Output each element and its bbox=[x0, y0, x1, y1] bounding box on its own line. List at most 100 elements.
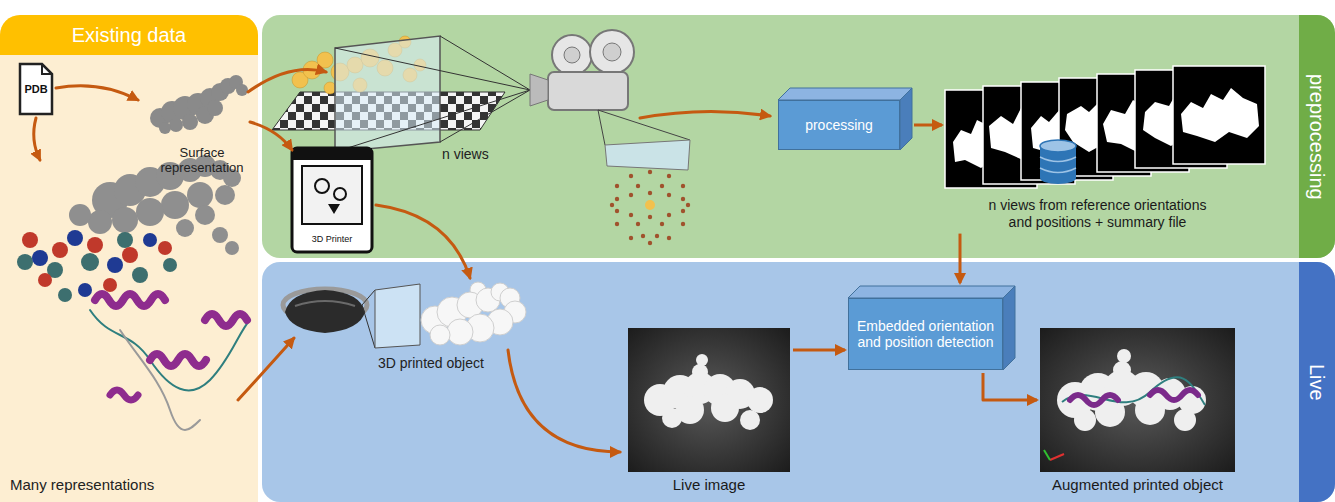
live-photo bbox=[696, 354, 708, 366]
flow-arrow bbox=[250, 122, 292, 150]
atom-spheres bbox=[107, 257, 123, 273]
printer-icon bbox=[328, 204, 340, 214]
headset-icon bbox=[285, 290, 365, 333]
atom-spheres bbox=[103, 278, 117, 292]
atom-spheres bbox=[22, 232, 38, 248]
band-tab: preprocessing bbox=[1299, 15, 1335, 258]
label-anchor: 3D Printer bbox=[294, 234, 370, 244]
protein-ribbon bbox=[90, 310, 250, 390]
view-sphere bbox=[660, 184, 664, 188]
view-sphere bbox=[667, 236, 671, 240]
camera-icon bbox=[530, 30, 634, 110]
atom-spheres bbox=[32, 250, 48, 266]
atom-spheres bbox=[87, 237, 103, 253]
view-sphere bbox=[629, 236, 633, 240]
view-sphere bbox=[681, 209, 685, 213]
node-text: Existing data bbox=[0, 15, 258, 55]
box-face bbox=[778, 88, 912, 100]
headset-icon bbox=[295, 301, 355, 306]
view-sphere bbox=[655, 234, 659, 238]
annotation-label: Many representations bbox=[10, 476, 154, 493]
surface-molecule bbox=[136, 198, 164, 226]
surface-molecule bbox=[225, 241, 239, 255]
silhouette-stack bbox=[945, 66, 1265, 188]
view-sphere bbox=[681, 222, 685, 226]
flow-arrow bbox=[914, 124, 942, 127]
view-frustum bbox=[362, 290, 375, 305]
printer-icon bbox=[315, 179, 329, 193]
process-box: processing bbox=[778, 100, 900, 150]
printer-icon bbox=[334, 188, 346, 200]
augmented-photo bbox=[1074, 409, 1096, 431]
small-frustum bbox=[598, 110, 605, 145]
surface-molecule bbox=[69, 204, 91, 226]
view-frustum bbox=[362, 305, 375, 348]
surface-molecule bbox=[88, 210, 112, 234]
augmented-photo bbox=[1044, 450, 1050, 460]
augmented-photo bbox=[1150, 390, 1198, 400]
live-photo bbox=[628, 328, 790, 472]
node-text: Live bbox=[1307, 364, 1327, 401]
node-text: Augmented printed object bbox=[1040, 476, 1235, 494]
silhouette-stack bbox=[1181, 88, 1259, 142]
view-sphere bbox=[636, 184, 640, 188]
yellow-molecule bbox=[317, 52, 333, 68]
view-sphere bbox=[667, 213, 671, 217]
protein-ribbon bbox=[120, 330, 200, 430]
atom-spheres bbox=[117, 232, 133, 248]
view-sphere bbox=[667, 193, 671, 197]
silhouette-stack bbox=[1173, 66, 1265, 164]
annotation-label: n views bbox=[442, 146, 489, 162]
printer-icon bbox=[292, 148, 372, 252]
surface-molecule bbox=[212, 227, 228, 243]
view-sphere bbox=[686, 203, 690, 207]
printed-object bbox=[421, 282, 526, 345]
process-box: Embedded orientation and position detect… bbox=[848, 298, 1003, 370]
view-sphere bbox=[615, 197, 619, 201]
annotation-label: Surface representation bbox=[148, 146, 256, 176]
band-tab: Live bbox=[1299, 262, 1335, 502]
node-text: Live image bbox=[628, 476, 790, 494]
atom-spheres bbox=[158, 241, 172, 255]
augmented-photo bbox=[1057, 349, 1206, 431]
surface-molecule bbox=[161, 191, 189, 219]
printed-object bbox=[447, 319, 473, 345]
live-photo bbox=[644, 354, 773, 430]
view-sphere bbox=[648, 241, 652, 245]
augmented-photo bbox=[1174, 409, 1196, 431]
annotation-label: 3D printed object bbox=[378, 355, 484, 371]
augmented-photo bbox=[1113, 361, 1131, 379]
live-photo bbox=[692, 364, 708, 380]
printer-icon bbox=[292, 148, 372, 160]
view-sphere bbox=[660, 222, 664, 226]
surface-molecule bbox=[150, 75, 248, 134]
augmented-photo bbox=[1050, 454, 1064, 460]
view-sphere bbox=[636, 222, 640, 226]
view-sphere bbox=[648, 215, 652, 219]
atom-spheres bbox=[163, 258, 177, 272]
atom-spheres bbox=[81, 253, 99, 271]
atom-spheres bbox=[122, 247, 138, 263]
pdb-file-icon bbox=[42, 64, 52, 74]
camera-icon bbox=[548, 72, 628, 110]
flow-arrow bbox=[56, 86, 138, 100]
label-anchor: PDB bbox=[20, 83, 52, 95]
view-sphere bbox=[629, 213, 633, 217]
annotation-label: PDB bbox=[20, 83, 52, 95]
augmented-photo bbox=[1117, 349, 1131, 363]
pdb-file-icon bbox=[20, 64, 52, 114]
view-sphere bbox=[629, 174, 633, 178]
silhouette-stack bbox=[1173, 66, 1265, 164]
node-text: processing bbox=[799, 113, 879, 137]
augmented-photo bbox=[1040, 328, 1235, 472]
view-frustum bbox=[375, 284, 420, 348]
pdb-file-icon bbox=[20, 64, 52, 114]
surface-molecule bbox=[195, 205, 215, 225]
view-sphere bbox=[610, 170, 690, 245]
protein-ribbon bbox=[150, 354, 206, 366]
view-frustum bbox=[335, 48, 530, 90]
camera-icon bbox=[530, 74, 548, 106]
protein-ribbon bbox=[95, 294, 165, 306]
